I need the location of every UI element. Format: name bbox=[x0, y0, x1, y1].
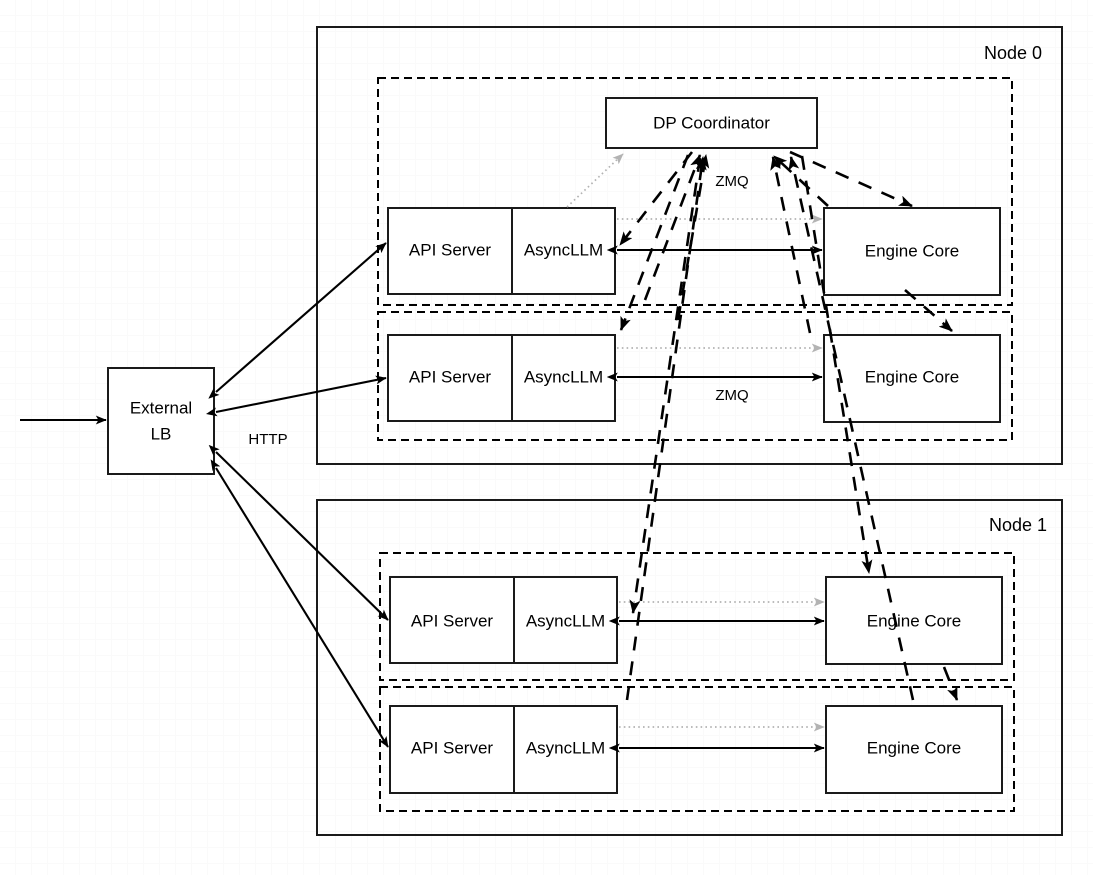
coordinator-to-node0-g1-asyncllm-arrow bbox=[619, 154, 690, 331]
coordinator-to-node0-g0-asyncllm-arrow bbox=[618, 151, 694, 246]
node-0-group-0-apiserver-asyncllm[interactable]: API Server AsyncLLM bbox=[387, 207, 616, 295]
engine-core-label: Engine Core bbox=[865, 367, 960, 386]
zmq-label-engine: ZMQ bbox=[715, 387, 748, 404]
node0-g1-enginecore-to-coordinator-arrow bbox=[770, 156, 812, 334]
async-llm-label: AsyncLLM bbox=[524, 367, 603, 386]
async-llm-label: AsyncLLM bbox=[526, 611, 605, 630]
coordinator-to-node1-g0-enginecore-arrow bbox=[800, 155, 873, 574]
coordinator-to-node1-g0-asyncllm-arrow bbox=[629, 157, 702, 614]
zmq-label-coordinator: ZMQ bbox=[715, 173, 748, 190]
node-1-group-1-frame bbox=[379, 686, 1015, 812]
node1-g0-enginecore-to-g1-enginecore-arrow bbox=[942, 666, 959, 701]
node-0-group-0-frame bbox=[377, 77, 1013, 306]
external-lb[interactable]: External LB bbox=[107, 367, 215, 475]
node0-g1-asyncllm-to-coordinator-arrow bbox=[676, 154, 710, 321]
node-0-group-1-apiserver-asyncllm[interactable]: API Server AsyncLLM bbox=[387, 334, 616, 422]
http-label: HTTP bbox=[248, 431, 287, 448]
lb-to-node1-api1-arrow bbox=[210, 459, 389, 748]
lb-to-node0-api0-arrow bbox=[208, 242, 387, 399]
engine-core-label: Engine Core bbox=[867, 611, 962, 630]
coordinator-to-node0-g1-enginecore-arrow bbox=[904, 289, 953, 332]
lb-to-node0-api1-arrow bbox=[205, 375, 387, 417]
lb-to-node1-api0-arrow bbox=[208, 444, 389, 621]
node-0-title: Node 0 bbox=[984, 43, 1042, 63]
engine-core-label: Engine Core bbox=[865, 241, 960, 260]
node-1-title: Node 1 bbox=[989, 515, 1047, 535]
api-server-label: API Server bbox=[409, 240, 492, 259]
node0-g0-asyncllm-to-coordinator-arrow bbox=[643, 154, 702, 301]
engine-core-label: Engine Core bbox=[867, 738, 962, 757]
node-1-group-0-apiserver-asyncllm[interactable]: API Server AsyncLLM bbox=[389, 576, 618, 664]
dp-coordinator-label: DP Coordinator bbox=[653, 113, 770, 132]
async-llm-label: AsyncLLM bbox=[524, 240, 603, 259]
dp-coordinator[interactable]: DP Coordinator bbox=[605, 97, 818, 149]
node0-g0-enginecore-to-coordinator-arrow bbox=[773, 155, 829, 207]
external-lb-label-line1: External bbox=[130, 398, 192, 417]
node-0-group-1-engine-core[interactable]: Engine Core bbox=[823, 334, 1001, 423]
external-lb-label-line2: LB bbox=[151, 424, 172, 443]
node0-g0-asyncllm-coordinator-dotted-arrow bbox=[566, 153, 624, 208]
coordinator-to-node0-g0-enginecore-arrow bbox=[789, 150, 913, 208]
api-server-label: API Server bbox=[411, 738, 494, 757]
node1-g1-asyncllm-to-coordinator-arrow bbox=[625, 156, 707, 701]
api-server-label: API Server bbox=[411, 611, 494, 630]
node-1-group-0-engine-core[interactable]: Engine Core bbox=[825, 576, 1003, 665]
api-server-label: API Server bbox=[409, 367, 492, 386]
node-0-group-0-engine-core[interactable]: Engine Core bbox=[823, 207, 1001, 296]
node-1-group-1-apiserver-asyncllm[interactable]: API Server AsyncLLM bbox=[389, 705, 618, 794]
async-llm-label: AsyncLLM bbox=[526, 738, 605, 757]
node1-g1-enginecore-to-coordinator-arrow bbox=[788, 156, 915, 701]
node-1-group-1-engine-core[interactable]: Engine Core bbox=[825, 705, 1003, 794]
